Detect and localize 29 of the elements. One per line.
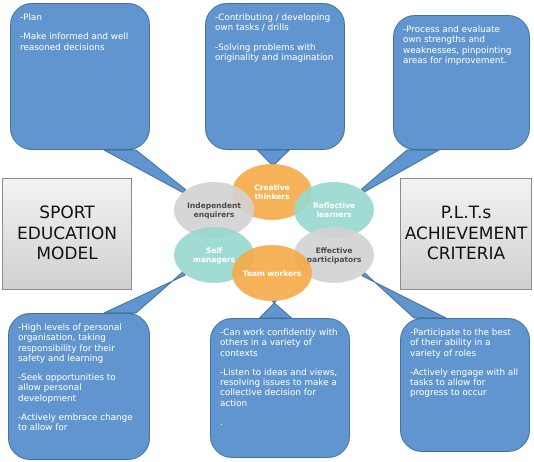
callout-text: -Make informed and well reasoned decisions [20,32,130,53]
box-title: SPORT EDUCATION MODEL [16,203,118,265]
callout-tail [256,150,291,165]
title-box [400,178,532,290]
callout-text: -Plan [20,13,43,24]
callout-text: -Listen to ideas and views, resolving issues to make a collective decision for action [220,368,338,409]
callout-text: -Can work confidently with others in a variety of contexts [220,328,339,359]
callout-text: -Participate to the best of their ability in a variety of roles [410,328,512,359]
callout-text: -Actively embrace change to allow for [18,412,134,434]
callout-text: -High levels of personal organisation, taking responsibility for their safety and learning [18,323,123,364]
title-box [2,178,132,290]
callout-text: -Contributing / developing own tasks / drills [215,13,332,34]
callout-text: . [220,418,224,428]
callout-text: -Solving problems with originality and imagination [215,42,334,64]
speech-bubble [10,3,150,150]
speech-bubble [393,15,530,150]
callout-tail [258,300,293,318]
speech-bubble [205,3,345,150]
speech-bubble [210,318,350,458]
callout-text: -Seek opportunities to allow personal development [18,373,117,404]
callout-tail [361,272,446,318]
speech-bubble [400,318,530,452]
speech-bubble [8,313,150,460]
box-title: P.L.T.s ACHIEVEMENT CRITERIA [404,203,528,265]
callout-tail [361,150,441,193]
callout-text: -Actively engage with all tasks to allow for progress to occur [410,368,520,399]
callout-tail [104,271,186,314]
callout-text: -Process and evaluate own strengths and weaknesses, pinpointing areas for improvement. [403,25,512,66]
callout-tail [104,150,186,194]
